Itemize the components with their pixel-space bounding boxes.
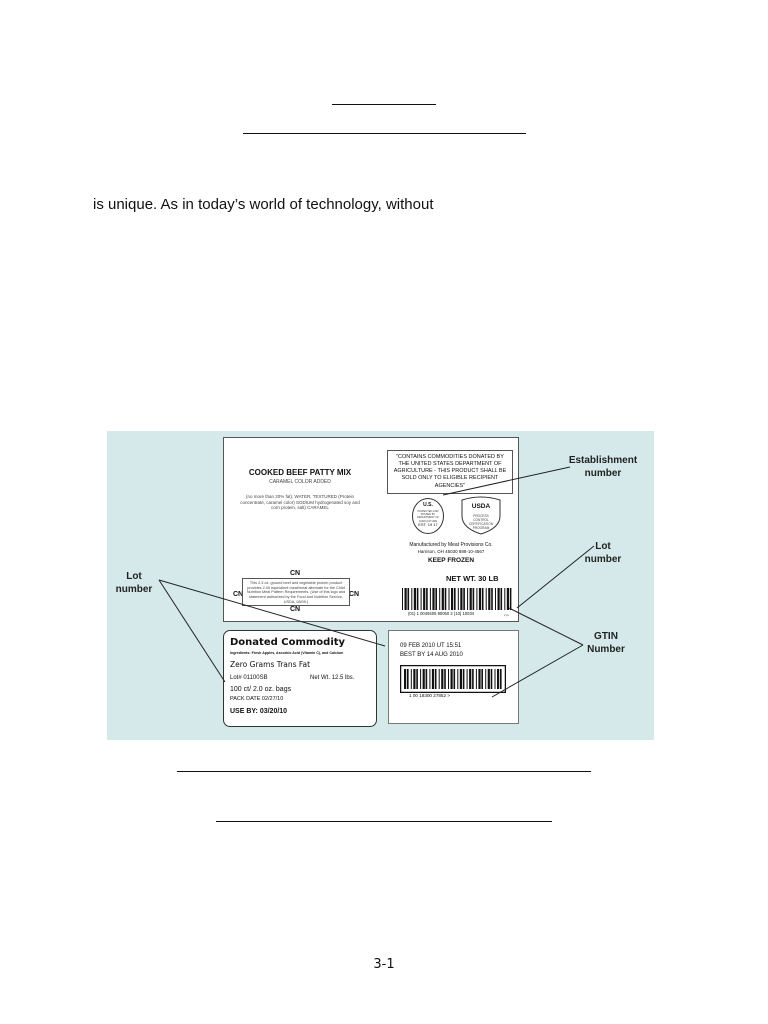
cn-marker-bottom: CN [290,606,301,613]
seal-top-text: U.S. [423,502,433,508]
donated-commodity-card: Donated Commodity Ingredients: Fresh App… [223,630,377,727]
usda-shield-title: USDA [471,503,491,510]
color-note: CARAMEL COLOR ADDED [269,479,331,485]
case-best-by: BEST BY 14 AUG 2010 [400,652,463,658]
usda-inspection-seal: U.S. INSPECTED AND PASSED BY DEPARTMENT … [412,498,444,534]
manufacturer-line: Manufactured by Meat Provisions Co. [409,542,493,548]
callout-gtin-number: GTIN Number [587,631,625,655]
cn-marker-left: CN [233,591,244,598]
commodity-statement: "CONTAINS COMMODITIES DONATED BY THE UNI… [393,454,507,489]
callout-lot-number-right: Lot number [584,541,622,565]
callout-establishment-number: Establishment number [568,455,638,479]
donated-use-by: USE BY: 03/20/10 [230,708,288,715]
seal-est-text: EST. 19 17 [418,522,438,527]
gtin-barcode-small: 2.pt [504,613,510,617]
case-date-line: 09 FEB 2010 UT 15:51 [400,643,462,649]
ingredients-text: (no more than 20% fat), WATER, TEXTURED … [240,494,360,511]
cn-statement: This 2.3 oz. ground beef and vegetable p… [246,581,346,604]
case-barcode [400,665,506,693]
usda-shield-icon [461,496,501,535]
address-line: Harrison, OH 45030 888-10-4567 [417,549,485,554]
case-label-card: 09 FEB 2010 UT 15:51 BEST BY 14 AUG 2010… [388,630,519,724]
product-name: COOKED BEEF PATTY MIX [248,468,352,477]
usda-shield-text: PROCESS CONTROL CERTIFICATION PROGRAM [468,514,494,530]
donated-count: 100 ct/ 2.0 oz. bags [230,686,292,693]
seal-middle-text: INSPECTED AND PASSED BY DEPARTMENT OF AG… [417,510,439,523]
donated-pack-date: PACK DATE 02/27/10 [230,696,284,702]
header-rule-long [243,133,526,134]
cn-statement-box: This 2.3 oz. ground beef and vegetable p… [242,578,350,606]
header-rule-short [332,104,436,105]
body-text-fragment: is unique. As in today’s world of techno… [93,196,434,213]
callout-leader-lines [158,466,595,698]
gtin-barcode-text: (01) 1 0049405 90050 2 (10) 10034 [408,611,475,616]
keep-frozen: KEEP FROZEN [427,557,475,564]
donated-title: Donated Commodity [230,637,346,648]
net-weight: NET WT. 30 LB [446,574,499,583]
case-barcode-digits: 1 00 18300 27852 > [409,693,451,698]
cn-marker-right: CN [349,591,360,598]
gtin-barcode [402,588,512,610]
cn-marker-top: CN [290,570,301,577]
donated-trans-fat: Zero Grams Trans Fat [230,660,311,669]
donated-lot: Lot# 01100SB [230,675,268,681]
callout-lot-number-left: Lot number [115,571,153,595]
page-number: 3-1 [373,957,395,972]
footer-rule-medium [216,821,552,822]
label-illustration: COOKED BEEF PATTY MIX CARAMEL COLOR ADDE… [107,431,654,740]
donated-ingredients: Ingredients: Fresh Apples, Ascorbic Acid… [230,651,344,655]
donated-net-wt: Net Wt. 12.5 lbs. [310,675,355,681]
footer-rule-long [177,771,591,772]
